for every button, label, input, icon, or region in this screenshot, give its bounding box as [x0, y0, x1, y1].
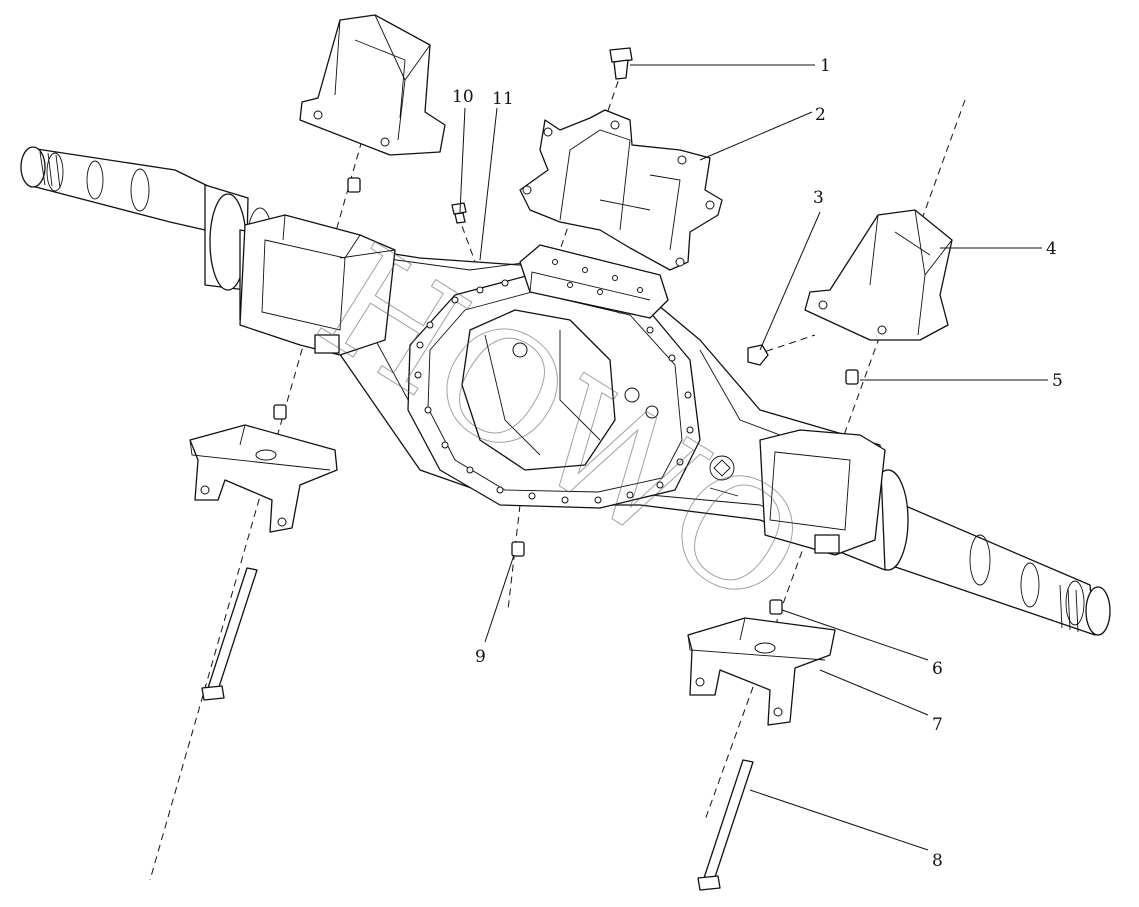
callout-10: 10: [452, 87, 474, 107]
callout-4: 4: [1046, 239, 1057, 259]
callout-6: 6: [932, 659, 943, 679]
callout-3: 3: [813, 188, 824, 208]
right-spring-seat-block: [759, 429, 886, 556]
lower-clamp-plate-left: [189, 424, 338, 533]
long-stud-left: [201, 567, 258, 701]
bolt-part-10: [451, 202, 467, 224]
callout-2: 2: [815, 105, 826, 125]
upper-bracket-left: [299, 14, 446, 156]
long-stud-right: [697, 759, 754, 891]
brand-logo-icon: [709, 455, 739, 497]
callout-7: 7: [932, 715, 943, 735]
bolt-part-1: [609, 47, 633, 80]
right-axle-spindle: [847, 467, 1111, 636]
upper-bracket-right: [804, 209, 953, 341]
bushings: [273, 177, 859, 615]
callout-5: 5: [1052, 371, 1063, 391]
left-spring-seat-block: [239, 214, 396, 356]
center-reaction-bracket: [519, 109, 723, 271]
nut-part-3: [747, 344, 769, 366]
callout-leader-lines: [459, 64, 1048, 851]
left-axle-spindle: [20, 146, 275, 293]
callout-labels: 1 2 3 4 5 6 7 8 9 10 11: [452, 56, 1063, 871]
housing-top-pad: [519, 244, 669, 319]
callout-8: 8: [932, 851, 943, 871]
callout-9: 9: [475, 647, 486, 667]
callout-11: 11: [492, 89, 514, 109]
differential-housing-flange: [407, 274, 739, 509]
lower-clamp-plate-right: [687, 617, 836, 726]
callout-1: 1: [820, 56, 831, 76]
